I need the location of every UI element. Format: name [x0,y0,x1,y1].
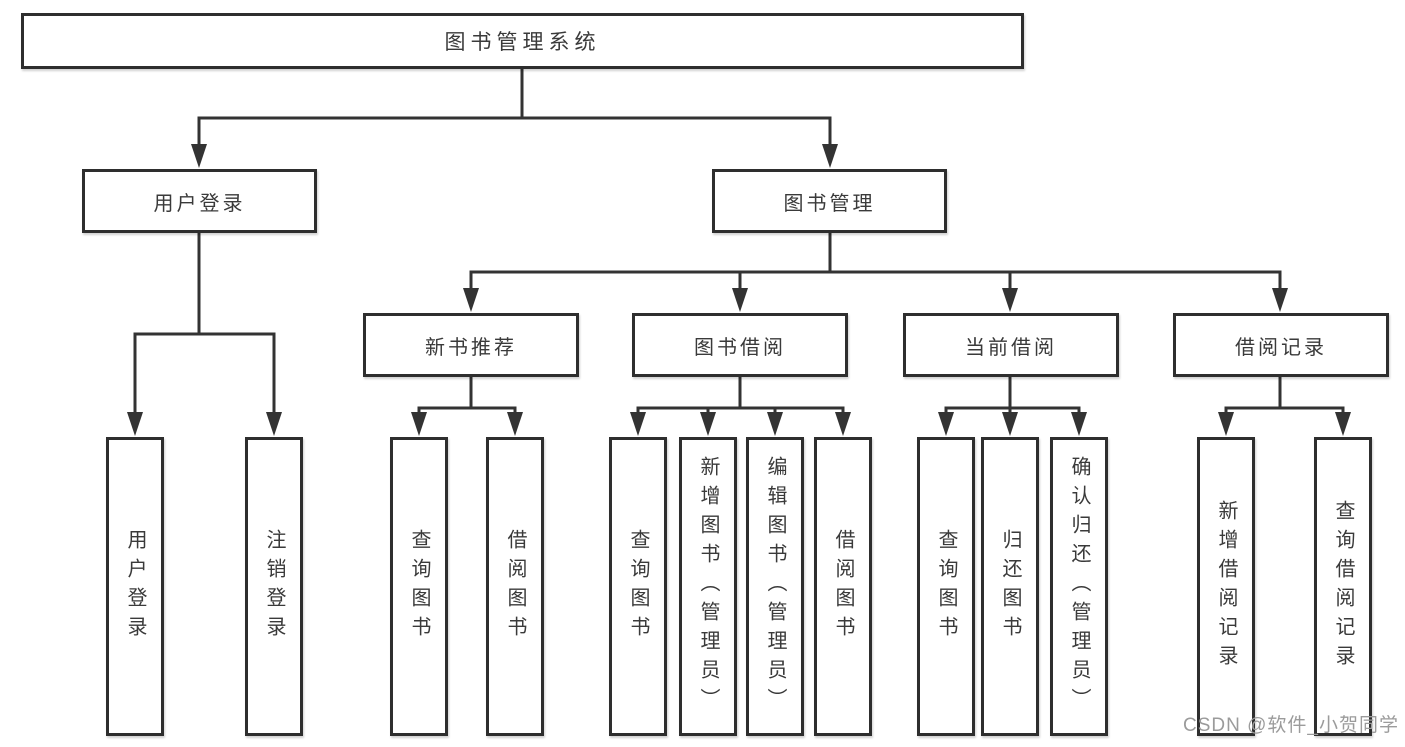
node-system-root: 图书管理系统 [21,13,1024,69]
node-book-management: 图书管理 [712,169,947,233]
leaf-label: 查询借阅记录 [1332,499,1354,674]
arrow-down-icon [835,412,851,436]
arrow-down-icon [1071,412,1087,436]
arrow-down-icon [127,412,143,436]
node-label: 借阅记录 [1235,336,1327,359]
leaf-return-books: 归还图书 [981,437,1039,736]
connector-path [1224,377,1345,413]
leaf-label: 查询图书 [935,528,957,645]
arrowheads [127,144,1351,436]
arrow-down-icon [1218,412,1234,436]
leaf-borrow-books-recommend: 借阅图书 [486,437,544,736]
arrow-down-icon [700,412,716,436]
connector-path [944,377,1081,413]
leaf-borrow-books: 借阅图书 [814,437,872,736]
leaf-logout: 注销登录 [245,437,303,736]
leaf-label: 查询图书 [408,528,430,645]
leaf-add-books-admin: 新增图书（管理员） [679,437,737,736]
node-label: 用户登录 [153,192,246,215]
node-label: 图书借阅 [694,336,786,359]
leaf-label: 新增借阅记录 [1215,499,1237,674]
leaf-edit-books-admin: 编辑图书（管理员） [746,437,804,736]
node-label: 图书管理系统 [444,31,601,54]
leaf-label: 用户登录 [124,528,146,645]
leaf-user-login: 用户登录 [106,437,164,736]
connector-path [636,377,845,413]
leaf-confirm-return-admin: 确认归还（管理员） [1050,437,1108,736]
arrow-down-icon [191,144,207,168]
arrow-down-icon [1002,288,1018,312]
connector-path [197,69,832,146]
connector-path [469,233,1282,290]
node-label: 新书推荐 [425,336,517,359]
arrow-down-icon [507,412,523,436]
leaf-add-borrow-record: 新增借阅记录 [1197,437,1255,736]
leaf-query-borrow-record: 查询借阅记录 [1314,437,1372,736]
leaf-label: 归还图书 [999,528,1021,645]
node-label: 图书管理 [783,192,876,215]
leaf-query-books-borrow: 查询图书 [609,437,667,736]
arrow-down-icon [630,412,646,436]
leaf-query-books-recommend: 查询图书 [390,437,448,736]
node-current-borrow: 当前借阅 [903,313,1119,377]
leaf-label: 借阅图书 [504,528,526,645]
arrow-down-icon [1272,288,1288,312]
connector-path [417,377,517,413]
leaf-label: 确认归还（管理员） [1068,456,1090,717]
arrow-down-icon [266,412,282,436]
leaf-label: 注销登录 [263,528,285,645]
leaf-label: 新增图书（管理员） [697,456,719,717]
node-user-login: 用户登录 [82,169,317,233]
arrow-down-icon [1002,412,1018,436]
arrow-down-icon [463,288,479,312]
leaf-query-books-current: 查询图书 [917,437,975,736]
arrow-down-icon [822,144,838,168]
node-new-book-recommend: 新书推荐 [363,313,579,377]
arrow-down-icon [767,412,783,436]
connector-path [133,232,276,413]
node-book-borrow: 图书借阅 [632,313,848,377]
arrow-down-icon [938,412,954,436]
leaf-label: 查询图书 [627,528,649,645]
leaf-label: 编辑图书（管理员） [764,456,786,717]
node-label: 当前借阅 [965,336,1057,359]
arrow-down-icon [411,412,427,436]
leaf-label: 借阅图书 [832,528,854,645]
csdn-watermark: CSDN @软件_小贺同学 [1183,715,1399,736]
arrow-down-icon [1335,412,1351,436]
arrow-down-icon [732,288,748,312]
node-borrow-records: 借阅记录 [1173,313,1389,377]
